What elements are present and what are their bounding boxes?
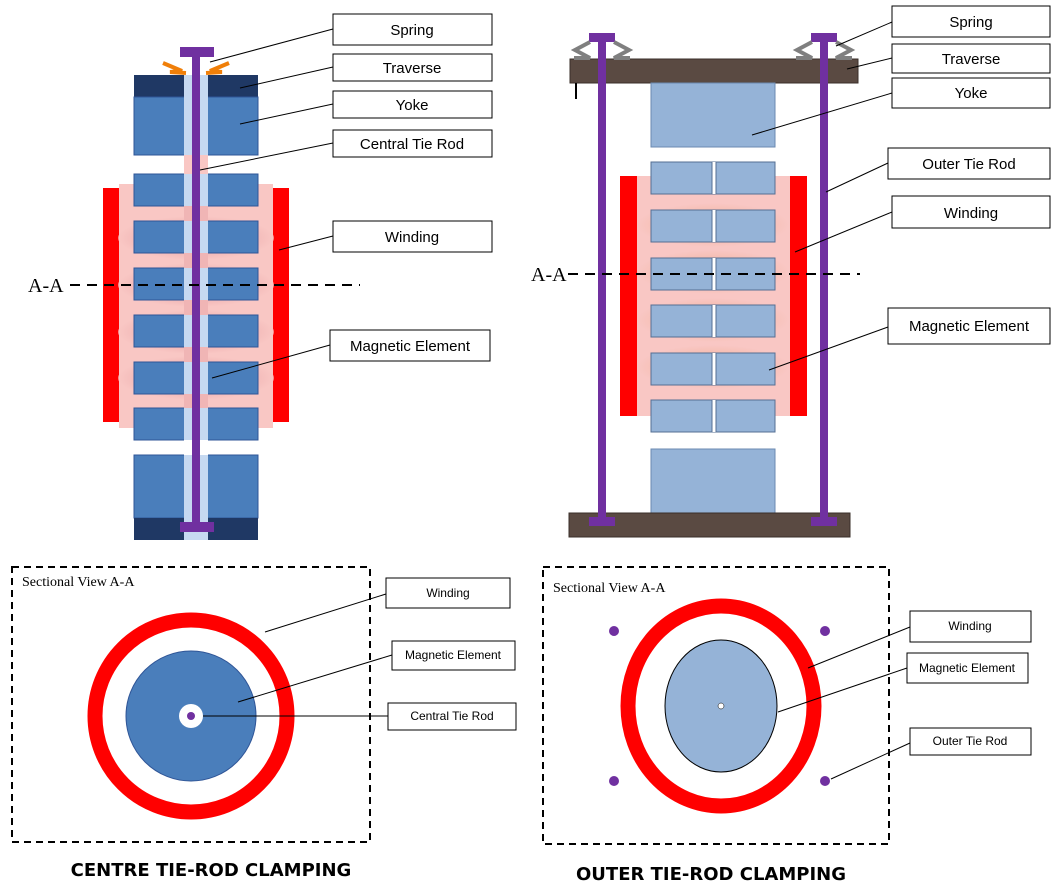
section-view-title: Sectional View A-A — [553, 581, 666, 596]
label-magnetic-element: Magnetic Element — [405, 648, 502, 662]
spring-icon — [570, 40, 591, 60]
right-labels: Spring Traverse Yoke Outer Tie Rod Windi… — [751, 5, 1051, 371]
left-sectional-view: Sectional View A-A Winding Magnetic Elem… — [11, 566, 517, 843]
outer-tie-rod-left — [598, 38, 606, 522]
spring-icon — [792, 40, 813, 60]
label-outer-tie-rod: Outer Tie Rod — [933, 734, 1008, 748]
label-winding: Winding — [426, 586, 469, 600]
spring-icon — [835, 40, 856, 60]
label-magnetic-element: Magnetic Element — [919, 661, 1016, 675]
outer-tie-rod-dot — [609, 626, 619, 636]
traverse-top — [569, 58, 859, 84]
winding-outer-right — [790, 176, 807, 416]
outer-tie-rod-dot — [820, 776, 830, 786]
right-sectional-view: Sectional View A-A Winding Magnetic Elem… — [542, 566, 1032, 845]
central-tie-rod-dot — [187, 712, 195, 720]
caption-outer: OUTER TIE-ROD CLAMPING — [576, 864, 846, 885]
label-winding: Winding — [385, 229, 439, 246]
label-outer-tie-rod: Outer Tie Rod — [922, 156, 1015, 173]
spring-icon — [162, 61, 187, 75]
section-marker: A-A — [531, 264, 567, 286]
label-spring: Spring — [390, 22, 433, 39]
central-tie-rod — [192, 52, 200, 530]
outer-tie-rod-dot — [609, 776, 619, 786]
spring-icon — [205, 61, 230, 75]
label-magnetic-element: Magnetic Element — [350, 338, 471, 355]
yoke-top — [650, 82, 776, 148]
label-magnetic-element: Magnetic Element — [909, 318, 1030, 335]
winding-ring — [620, 598, 822, 814]
label-winding: Winding — [944, 205, 998, 222]
section-view-frame — [542, 566, 890, 845]
caption-centre: CENTRE TIE-ROD CLAMPING — [71, 860, 352, 881]
label-spring: Spring — [949, 14, 992, 31]
central-hole — [717, 702, 725, 710]
spring-icon — [613, 40, 634, 60]
label-yoke: Yoke — [396, 97, 429, 114]
outer-tie-rod-dot — [820, 626, 830, 636]
winding-outer-left — [103, 188, 119, 422]
winding-outer-left — [620, 176, 637, 416]
centre-tie-rod-elevation: A-A — [28, 47, 360, 540]
label-central-tie-rod: Central Tie Rod — [360, 136, 464, 153]
label-winding: Winding — [948, 619, 991, 633]
winding-outer-right — [273, 188, 289, 422]
label-traverse: Traverse — [383, 60, 442, 77]
outer-tie-rod-right — [820, 38, 828, 522]
label-traverse: Traverse — [942, 51, 1001, 68]
label-yoke: Yoke — [955, 85, 988, 102]
section-view-frame — [11, 566, 371, 843]
traverse-bottom — [568, 512, 851, 538]
left-labels: Spring Traverse Yoke Central Tie Rod Win… — [199, 13, 493, 379]
section-marker: A-A — [28, 275, 64, 297]
outer-tie-rod-elevation: A-A — [531, 33, 860, 538]
section-view-title: Sectional View A-A — [22, 575, 135, 590]
yoke-bottom — [650, 448, 776, 514]
label-central-tie-rod: Central Tie Rod — [410, 709, 493, 723]
